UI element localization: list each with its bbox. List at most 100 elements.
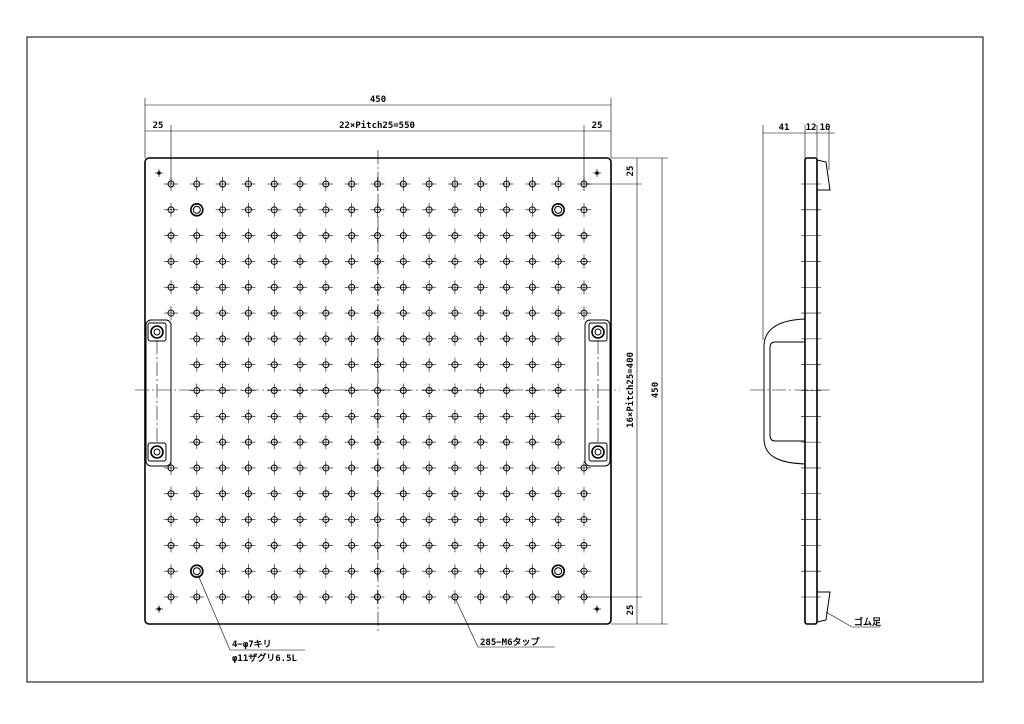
dim-left-margin: 25 (153, 121, 164, 131)
dim-bottom-margin: 25 (626, 605, 636, 616)
tapped-hole (370, 306, 385, 321)
tapped-hole (525, 177, 540, 191)
tapped-hole (577, 280, 591, 295)
tapped-hole (215, 409, 230, 424)
tapped-hole (525, 590, 540, 604)
tapped-hole (344, 435, 359, 450)
tapped-hole (370, 590, 385, 604)
tapped-hole (241, 486, 256, 501)
tapped-hole (241, 357, 256, 372)
top-dimensions: 450 25 22×Pitch25=550 25 (144, 95, 612, 184)
tapped-hole (241, 306, 256, 321)
tapped-hole (447, 306, 462, 321)
tapped-hole (241, 177, 256, 191)
tapped-hole (447, 331, 462, 346)
tapped-hole (318, 383, 333, 398)
tapped-hole (525, 228, 540, 243)
tapped-hole (499, 254, 514, 269)
tapped-hole (422, 512, 437, 527)
tapped-hole (447, 564, 462, 579)
tapped-hole (267, 177, 282, 191)
tapped-hole (396, 280, 411, 295)
tapped-hole (267, 435, 282, 450)
tapped-hole (473, 486, 488, 501)
tapped-hole (422, 460, 437, 475)
tapped-hole (422, 254, 437, 269)
tapped-hole (499, 564, 514, 579)
tapped-hole (215, 177, 230, 191)
tapped-hole (267, 538, 282, 553)
tapped-hole (267, 409, 282, 424)
tapped-hole (370, 202, 385, 217)
tapped-hole (473, 357, 488, 372)
tapped-hole (396, 486, 411, 501)
tapped-hole (525, 460, 540, 475)
tapped-hole (267, 202, 282, 217)
tapped-hole (473, 383, 488, 398)
tapped-hole (189, 228, 204, 243)
tapped-hole (422, 280, 437, 295)
tapped-hole (473, 564, 488, 579)
tapped-hole (215, 331, 230, 346)
tapped-hole (344, 202, 359, 217)
counterbore-hole (190, 564, 204, 578)
dim-overall-height: 450 (651, 382, 661, 398)
tapped-hole (473, 306, 488, 321)
tapped-hole (267, 331, 282, 346)
tapped-hole (318, 486, 333, 501)
tapped-hole (447, 486, 462, 501)
tapped-hole (164, 590, 178, 604)
tapped-hole (551, 590, 566, 604)
tapped-hole (525, 538, 540, 553)
tapped-hole (318, 228, 333, 243)
tapped-hole (370, 460, 385, 475)
tapped-hole (318, 202, 333, 217)
tapped-hole (293, 306, 308, 321)
tapped-hole (215, 202, 230, 217)
tapped-hole (473, 435, 488, 450)
tapped-hole (447, 590, 462, 604)
tapped-hole (164, 564, 178, 579)
tapped-hole (396, 409, 411, 424)
tapped-hole (473, 590, 488, 604)
tapped-hole (525, 202, 540, 217)
tapped-hole (499, 590, 514, 604)
tapped-hole (241, 331, 256, 346)
tapped-hole (241, 590, 256, 604)
tapped-hole (551, 486, 566, 501)
tapped-hole (525, 357, 540, 372)
right-dimensions: 25 16×Pitch25=400 25 450 (584, 157, 668, 625)
tapped-hole (370, 435, 385, 450)
tapped-hole (525, 254, 540, 269)
tapped-hole (164, 280, 178, 295)
tapped-hole (293, 435, 308, 450)
tapped-hole (318, 512, 333, 527)
tapped-hole (577, 306, 591, 321)
tapped-hole (293, 512, 308, 527)
rubber-foot-bottom (816, 591, 831, 623)
tapped-hole (344, 254, 359, 269)
tapped-hole (396, 177, 411, 191)
tapped-hole (318, 306, 333, 321)
tapped-hole (164, 228, 178, 243)
tapped-hole (422, 306, 437, 321)
tapped-hole (215, 590, 230, 604)
tapped-hole (318, 564, 333, 579)
tapped-hole (525, 409, 540, 424)
tapped-hole (318, 538, 333, 553)
tapped-hole (241, 564, 256, 579)
dim-right-margin: 25 (592, 121, 603, 131)
tapped-hole (447, 383, 462, 398)
tapped-hole (447, 280, 462, 295)
tapped-hole (267, 357, 282, 372)
note-rubber-foot: ゴム足 (854, 616, 882, 628)
tapped-hole (267, 486, 282, 501)
tapped-hole (344, 590, 359, 604)
corner-mark (155, 169, 163, 177)
tapped-hole (293, 228, 308, 243)
tapped-hole (215, 254, 230, 269)
tapped-hole (344, 280, 359, 295)
tapped-hole (396, 383, 411, 398)
tapped-hole (396, 564, 411, 579)
tapped-hole (396, 331, 411, 346)
